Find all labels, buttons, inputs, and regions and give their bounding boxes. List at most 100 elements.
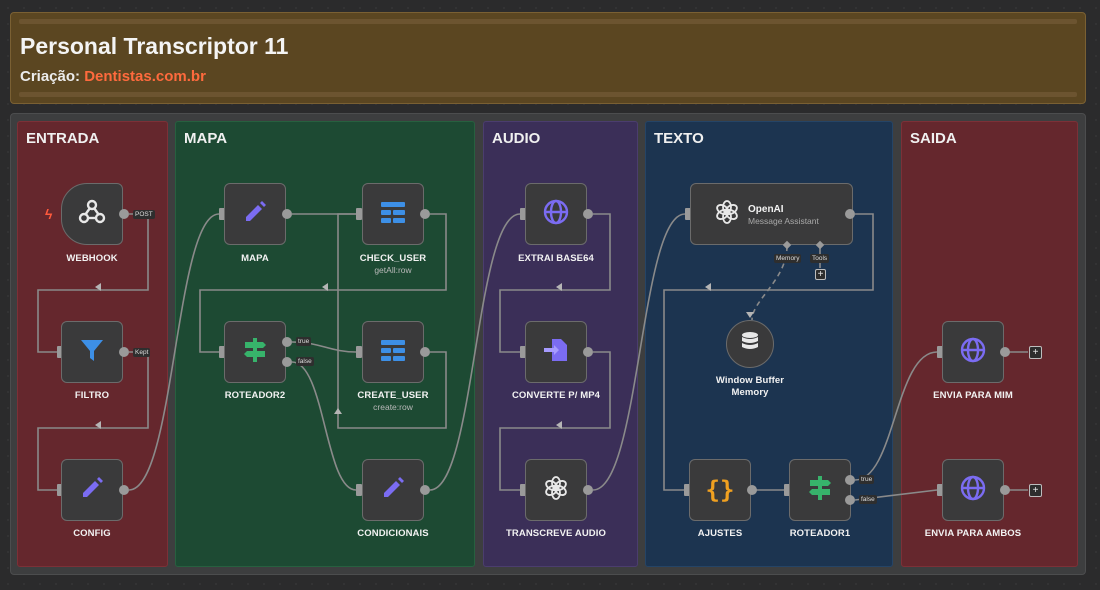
group-label: AUDIO xyxy=(492,130,541,147)
input-handle[interactable] xyxy=(937,484,943,496)
node-label: CHECK_USER xyxy=(359,253,427,264)
output-handle[interactable] xyxy=(1000,485,1010,495)
group-label: TEXTO xyxy=(654,130,704,147)
create-user-node[interactable] xyxy=(362,321,424,383)
input-handle[interactable] xyxy=(57,484,63,496)
output-handle[interactable] xyxy=(583,347,593,357)
table-icon xyxy=(379,199,407,230)
output-handle[interactable] xyxy=(119,209,129,219)
output-handle[interactable] xyxy=(583,209,593,219)
condicionais-node[interactable] xyxy=(362,459,424,521)
node-label: MAPA xyxy=(241,253,269,264)
workflow-subtitle: Criação: Dentistas.com.br xyxy=(20,68,206,85)
memory-label: Memory xyxy=(774,254,802,263)
node-label: WEBHOOK xyxy=(66,253,118,264)
check-user-node[interactable] xyxy=(362,183,424,245)
output-handle[interactable] xyxy=(119,347,129,357)
roteador1-node[interactable] xyxy=(789,459,851,521)
node-label: CONDICIONAIS xyxy=(357,528,429,539)
output-handle-true[interactable] xyxy=(845,475,855,485)
database-icon xyxy=(739,331,761,358)
input-handle[interactable] xyxy=(219,208,225,220)
node-label: CREATE_USER xyxy=(357,390,429,401)
input-handle[interactable] xyxy=(219,346,225,358)
output-handle[interactable] xyxy=(1000,347,1010,357)
input-handle[interactable] xyxy=(520,346,526,358)
output-label: false xyxy=(296,357,314,366)
table-icon xyxy=(379,337,407,368)
node-label: CONVERTE P/ MP4 xyxy=(511,390,601,401)
input-handle[interactable] xyxy=(937,346,943,358)
openai-node[interactable] xyxy=(690,183,853,245)
node-label: ROTEADOR1 xyxy=(789,528,851,539)
output-label: POST xyxy=(133,210,155,219)
router-icon xyxy=(806,474,834,507)
output-handle[interactable] xyxy=(747,485,757,495)
add-node-button[interactable]: + xyxy=(1029,346,1042,359)
openai-icon xyxy=(542,474,570,507)
converte-node[interactable] xyxy=(525,321,587,383)
note-resize-bar xyxy=(19,19,1077,24)
output-label: false xyxy=(859,495,877,504)
node-label: Memory xyxy=(731,387,769,398)
node-label: AJUSTES xyxy=(697,528,743,539)
funnel-icon xyxy=(79,337,105,368)
subtitle-label: Criação: xyxy=(20,68,81,85)
node-label: ENVIA PARA AMBOS xyxy=(924,528,1022,539)
group-label: MAPA xyxy=(184,130,228,147)
output-handle-false[interactable] xyxy=(845,495,855,505)
window-buffer-memory-node[interactable] xyxy=(726,320,774,368)
add-node-button[interactable]: + xyxy=(1029,484,1042,497)
node-label: TRANSCREVE AUDIO xyxy=(506,528,606,539)
file-convert-icon xyxy=(542,336,570,369)
node-label: ENVIA PARA MIM xyxy=(933,390,1013,401)
wire xyxy=(128,213,220,491)
wire xyxy=(337,213,447,429)
input-handle[interactable] xyxy=(520,208,526,220)
globe-icon xyxy=(959,336,987,369)
input-handle[interactable] xyxy=(685,208,691,220)
webhook-node[interactable] xyxy=(61,183,123,245)
input-handle[interactable] xyxy=(356,484,362,496)
output-handle[interactable] xyxy=(420,209,430,219)
output-label: true xyxy=(859,475,875,484)
note-resize-bar xyxy=(19,92,1077,97)
input-handle[interactable] xyxy=(356,208,362,220)
wire xyxy=(854,351,938,481)
envia-para-ambos-node[interactable] xyxy=(942,459,1004,521)
input-handle[interactable] xyxy=(57,346,63,358)
filtro-node[interactable] xyxy=(61,321,123,383)
output-handle[interactable] xyxy=(282,209,292,219)
output-handle[interactable] xyxy=(420,347,430,357)
extrai-base64-node[interactable] xyxy=(525,183,587,245)
node-label: CONFIG xyxy=(73,528,111,539)
output-handle[interactable] xyxy=(845,209,855,219)
title-note: Personal Transcriptor 11 Criação: Dentis… xyxy=(10,12,1086,104)
output-handle[interactable] xyxy=(583,485,593,495)
braces-icon: {} xyxy=(705,476,735,504)
node-label: ROTEADOR2 xyxy=(224,390,286,401)
pencil-icon xyxy=(242,199,268,230)
output-handle[interactable] xyxy=(119,485,129,495)
node-label: Window Buffer xyxy=(715,375,785,386)
output-handle-true[interactable] xyxy=(282,337,292,347)
node-label: FILTRO xyxy=(74,390,110,401)
subtitle-brand: Dentistas.com.br xyxy=(84,68,206,85)
roteador2-node[interactable] xyxy=(224,321,286,383)
transcreve-audio-node[interactable] xyxy=(525,459,587,521)
config-node[interactable] xyxy=(61,459,123,521)
openai-title: OpenAI xyxy=(748,204,784,215)
mapa-node[interactable] xyxy=(224,183,286,245)
ajustes-node[interactable]: {} xyxy=(689,459,751,521)
add-tool-button[interactable]: + xyxy=(815,269,826,280)
input-handle[interactable] xyxy=(520,484,526,496)
input-handle[interactable] xyxy=(684,484,690,496)
input-handle[interactable] xyxy=(356,346,362,358)
output-handle-false[interactable] xyxy=(282,357,292,367)
router-icon xyxy=(241,336,269,369)
output-handle[interactable] xyxy=(420,485,430,495)
input-handle[interactable] xyxy=(784,484,790,496)
globe-icon xyxy=(959,474,987,507)
envia-para-mim-node[interactable] xyxy=(942,321,1004,383)
wire xyxy=(291,361,357,491)
